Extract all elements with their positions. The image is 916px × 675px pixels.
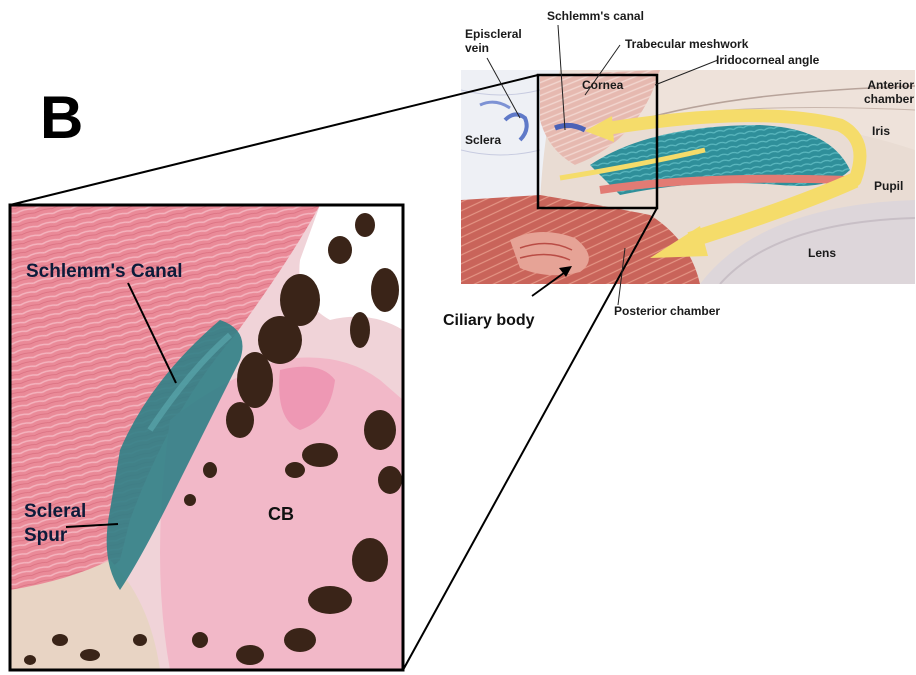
anterior-chamber-label: Anterior chamber bbox=[852, 78, 914, 106]
connector-line-top bbox=[10, 75, 538, 205]
sclera-label: Sclera bbox=[465, 133, 501, 147]
lens-label: Lens bbox=[808, 246, 836, 260]
episcleral-vein-label: Episcleral vein bbox=[465, 27, 525, 55]
trabecular-meshwork-label: Trabecular meshwork bbox=[625, 37, 748, 51]
schlemms-canal-histology-label: Schlemm's Canal bbox=[26, 260, 183, 284]
scleral-spur-label: Scleral Spur bbox=[24, 500, 94, 548]
posterior-chamber-label: Posterior chamber bbox=[614, 304, 720, 318]
panel-label: B bbox=[40, 88, 83, 148]
pupil-label: Pupil bbox=[874, 179, 903, 193]
iris-label: Iris bbox=[872, 124, 890, 138]
cb-label: CB bbox=[268, 504, 294, 525]
eye-anatomy-illustration bbox=[461, 70, 915, 284]
schlemms-canal-anatomy-label: Schlemm's canal bbox=[547, 9, 644, 23]
cornea-label: Cornea bbox=[582, 78, 623, 92]
iridocorneal-angle-label: Iridocorneal angle bbox=[716, 53, 819, 67]
ciliary-body-label: Ciliary body bbox=[443, 312, 535, 330]
